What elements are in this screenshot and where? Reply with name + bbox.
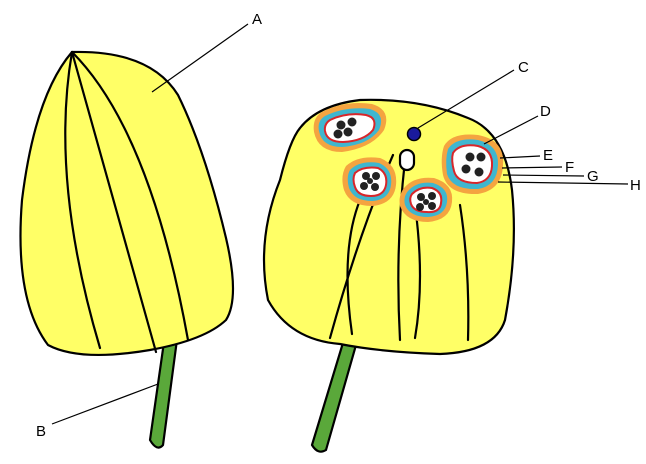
leader-f [502, 167, 562, 168]
vascular-bundle [408, 128, 421, 141]
leader-d [484, 116, 538, 144]
leader-a [152, 24, 248, 92]
label-c: C [518, 59, 529, 76]
leader-h [498, 182, 628, 184]
label-d: D [540, 103, 551, 120]
label-e: E [543, 147, 553, 164]
label-b: B [36, 423, 46, 440]
label-a: A [252, 11, 262, 28]
label-g: G [587, 168, 599, 185]
connective-slit [400, 150, 414, 170]
label-f: F [565, 159, 574, 176]
label-h: H [630, 177, 641, 194]
stamen-external-view [20, 52, 233, 448]
pollen-sac-right [442, 134, 503, 194]
leader-b [52, 384, 158, 424]
anther-left [20, 52, 233, 355]
stamen-section-view [264, 100, 514, 452]
pollen-sac-lower-left [342, 157, 396, 206]
leader-e [500, 156, 540, 158]
